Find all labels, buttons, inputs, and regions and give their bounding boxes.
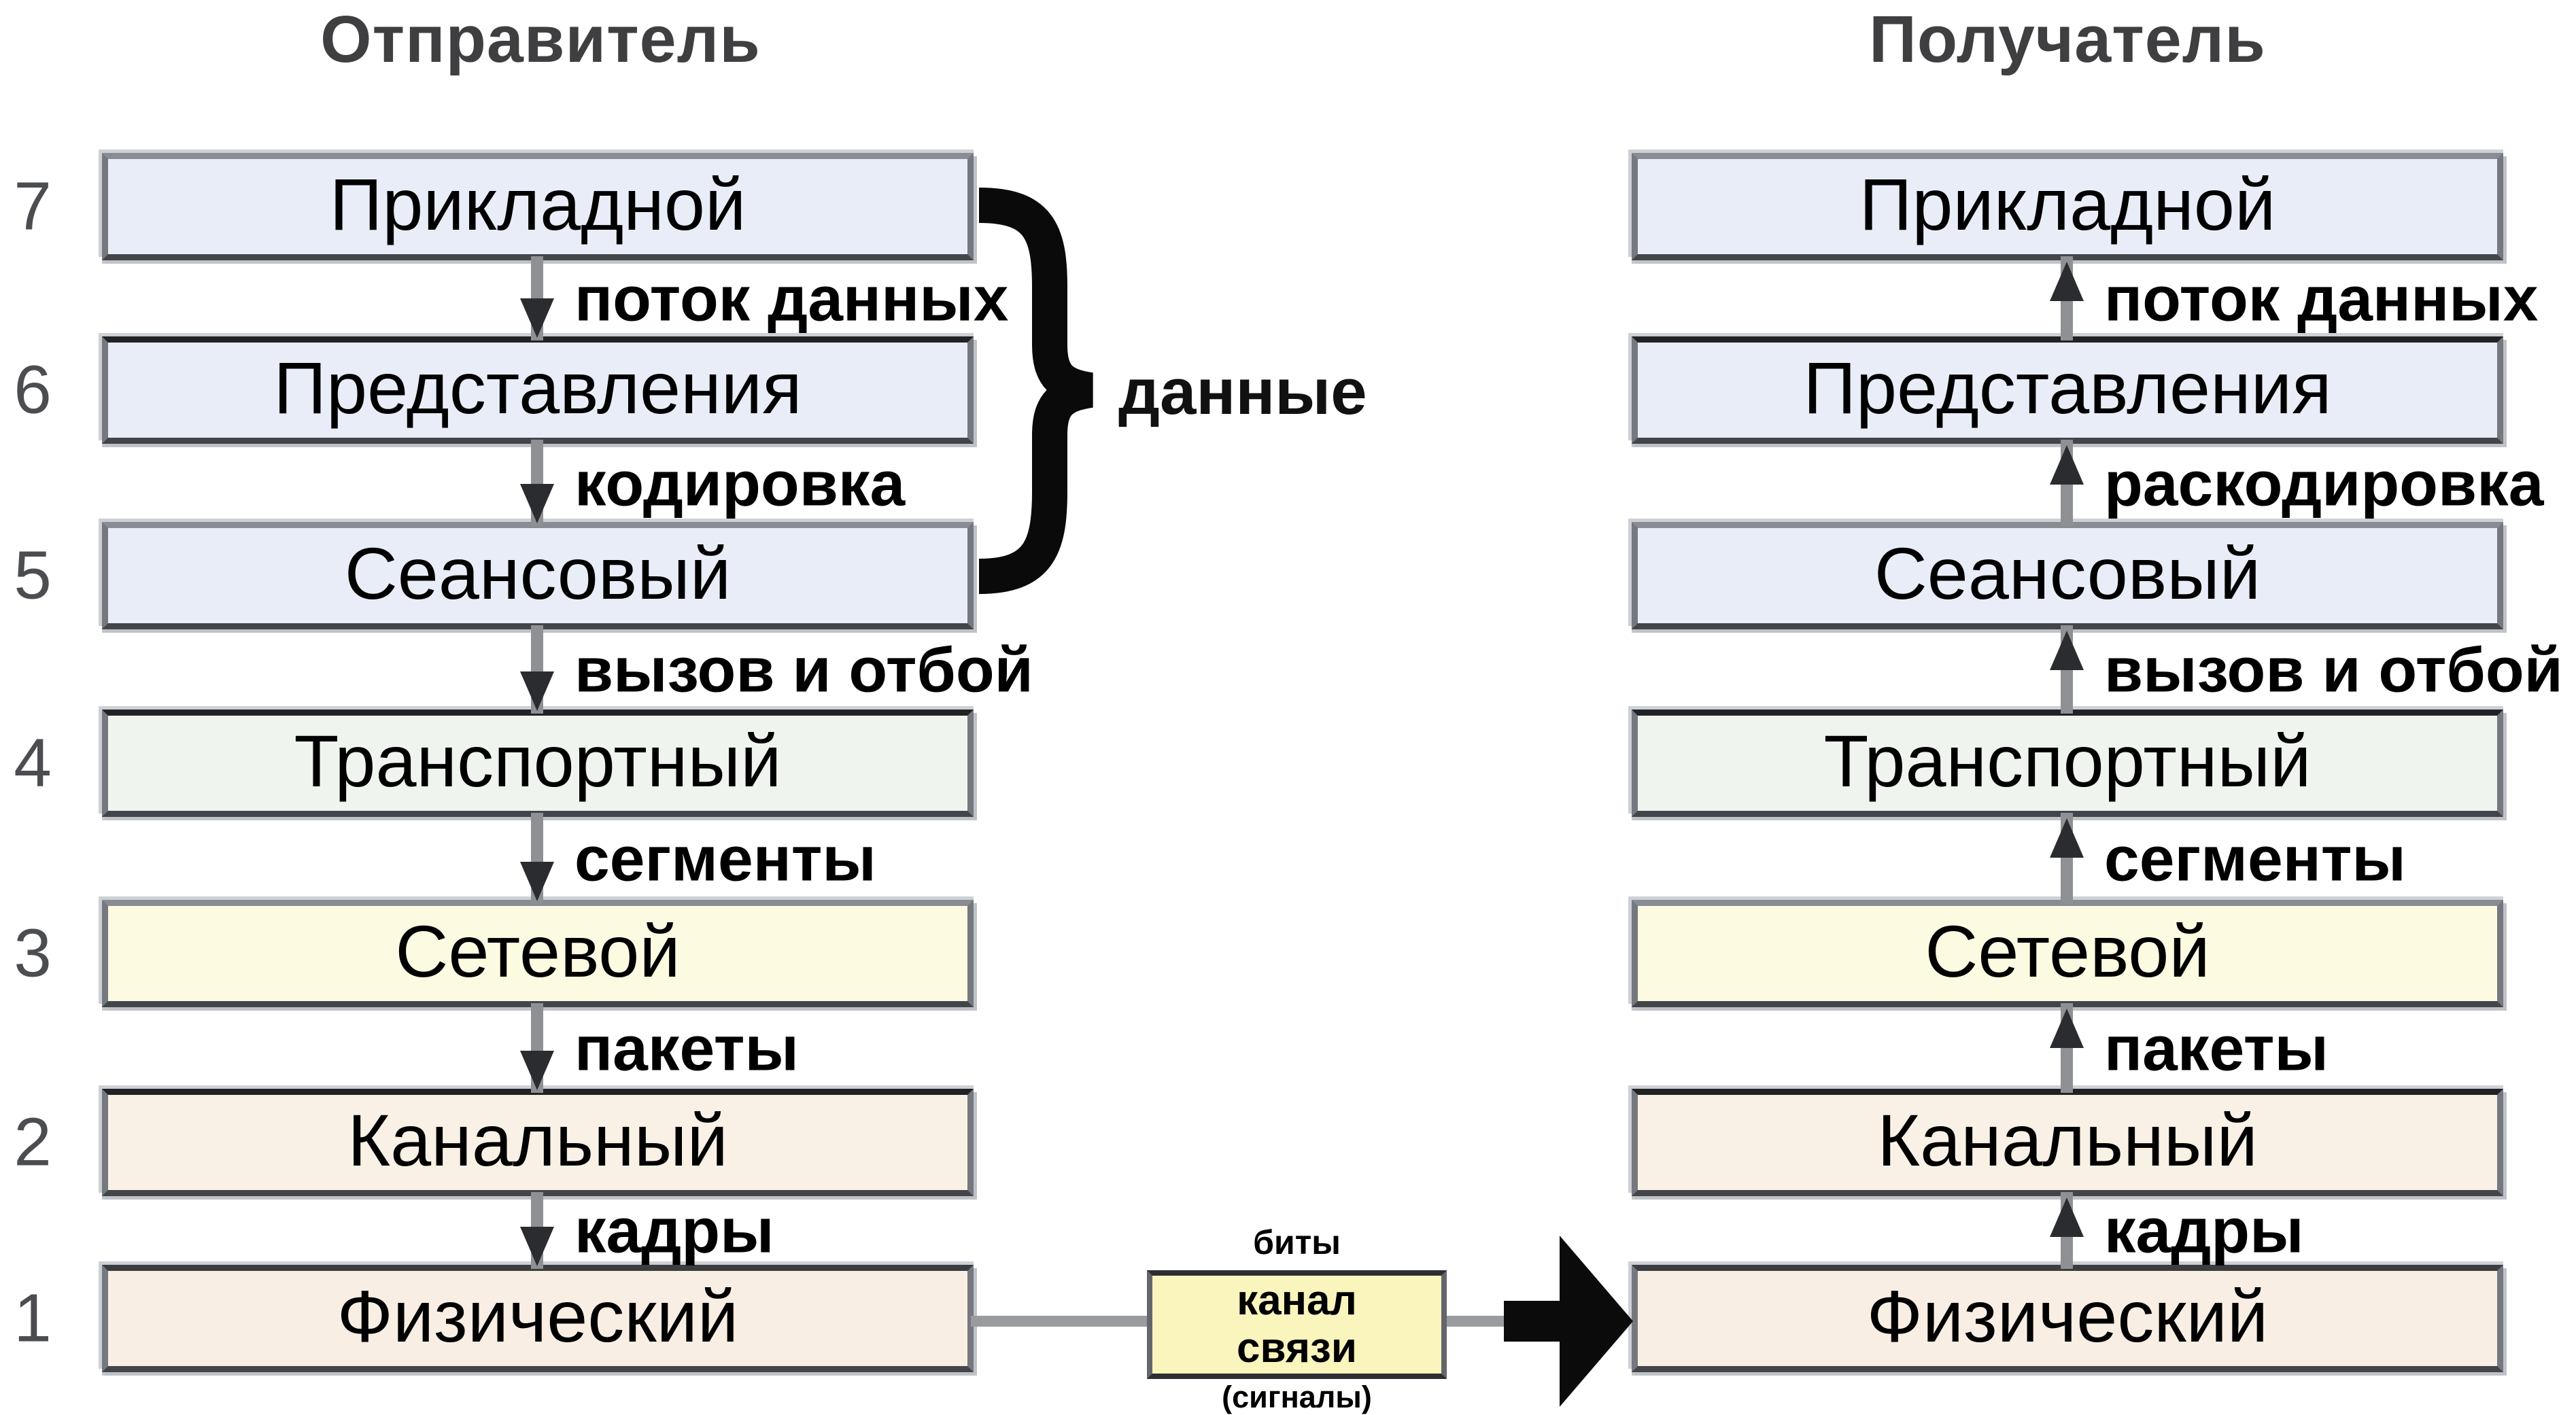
sender-layer-physical: Физический [102,1265,974,1372]
brace-icon [978,188,1094,594]
sender-layer-network: Сетевой [102,900,974,1007]
channel-label-line2: связи [1237,1325,1357,1372]
layer-number-1: 1 [14,1280,52,1357]
up-arrow-icon [2050,1009,2084,1048]
layer-number-3: 3 [14,915,52,992]
receiver-flow-label-call: вызов и отбой [2104,634,2563,705]
channel-bits-label: биты [1253,1223,1341,1261]
down-arrow-icon [520,1227,554,1266]
layer-label: Канальный [1877,1099,2258,1181]
layer-label: Транспортный [294,720,782,802]
sender-flow-label-frames: кадры [574,1195,774,1266]
layer-label: Сеансовый [1874,532,2261,614]
down-arrow-icon [520,862,554,901]
layer-label: Сетевой [395,910,681,992]
up-arrow-icon [2050,1198,2084,1237]
layer-number-4: 4 [14,724,52,801]
receiver-flow-label-data-stream: поток данных [2104,263,2539,334]
layer-number-7: 7 [14,168,52,245]
up-arrow-icon [2050,818,2084,858]
receiver-layer-transport: Транспортный [1632,710,2503,817]
communication-channel-box: канал связи [1147,1270,1447,1379]
sender-layer-presentation: Представления [102,336,974,444]
layer-label: Сеансовый [344,532,732,614]
down-arrow-icon [520,484,554,523]
layer-label: Канальный [347,1099,728,1181]
down-arrow-icon [520,671,554,711]
up-arrow-icon [2050,445,2084,485]
sender-flow-label-data-stream: поток данных [574,263,1009,334]
channel-label-line1: канал [1237,1277,1357,1324]
sender-flow-label-packets: пакеты [574,1013,799,1084]
channel-wire-left [971,1316,1149,1327]
layer-number-5: 5 [14,537,52,614]
sender-layer-datalink: Канальный [102,1089,974,1196]
receiver-layer-application: Прикладной [1632,153,2503,260]
receiver-flow-label-segments: сегменты [2104,823,2406,894]
right-arrow-icon [1504,1301,1566,1342]
brace-group-label: данные [1118,355,1367,428]
sender-flow-label-call: вызов и отбой [574,634,1033,705]
down-arrow-icon [520,1051,554,1090]
right-arrow-head-icon [1560,1236,1633,1407]
receiver-layer-presentation: Представления [1632,336,2503,444]
channel-wire-right [1443,1316,1508,1327]
layer-label: Физический [1866,1275,2269,1357]
layer-label: Физический [337,1275,739,1357]
layer-label: Прикладной [1859,163,2276,245]
receiver-layer-physical: Физический [1632,1265,2503,1372]
up-arrow-icon [2050,262,2084,301]
layer-number-2: 2 [14,1104,52,1181]
sender-layer-transport: Транспортный [102,710,974,817]
sender-flow-label-segments: сегменты [574,823,876,894]
receiver-flow-label-frames: кадры [2104,1195,2304,1266]
layer-label: Представления [1803,347,2332,429]
down-arrow-icon [520,298,554,338]
receiver-layer-session: Сеансовый [1632,522,2503,629]
receiver-layer-datalink: Канальный [1632,1089,2503,1196]
layer-label: Сетевой [1925,910,2210,992]
receiver-flow-label-packets: пакеты [2104,1013,2329,1084]
layer-label: Представления [273,347,802,429]
sender-layer-session: Сеансовый [102,522,974,629]
receiver-layer-network: Сетевой [1632,900,2503,1007]
channel-signals-label: (сигналы) [1222,1380,1372,1414]
layer-label: Прикладной [329,163,746,245]
receiver-title: Получатель [1869,2,2266,76]
layer-label: Транспортный [1823,720,2312,802]
sender-flow-label-encoding: кодировка [574,448,906,519]
sender-title: Отправитель [320,2,761,76]
sender-layer-application: Прикладной [102,153,974,260]
layer-number-6: 6 [14,351,52,428]
receiver-flow-label-decoding: раскодировка [2104,448,2544,519]
up-arrow-icon [2050,631,2084,670]
